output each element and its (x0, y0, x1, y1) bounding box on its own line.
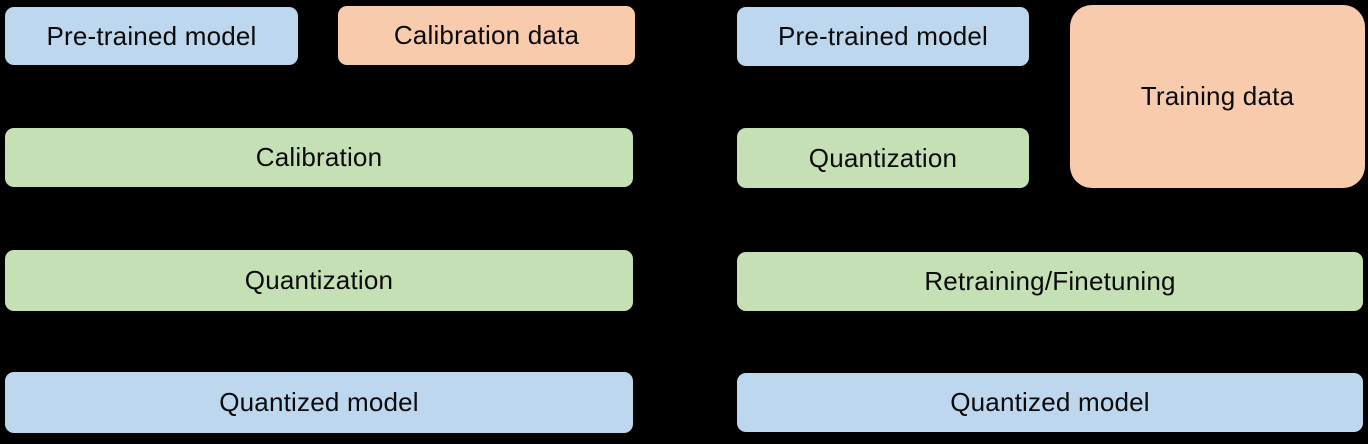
node-quantized-model-right: Quantized model (737, 373, 1363, 432)
node-quantization-left: Quantization (5, 250, 633, 311)
node-pretrained-model-right: Pre-trained model (737, 7, 1029, 66)
node-training-data: Training data (1070, 5, 1365, 188)
node-quantization-right: Quantization (737, 128, 1029, 188)
node-retraining-finetuning: Retraining/Finetuning (737, 252, 1363, 311)
node-calibration: Calibration (5, 128, 633, 187)
node-pretrained-model-left: Pre-trained model (5, 7, 298, 65)
node-calibration-data: Calibration data (338, 6, 635, 65)
node-quantized-model-left: Quantized model (5, 372, 633, 433)
